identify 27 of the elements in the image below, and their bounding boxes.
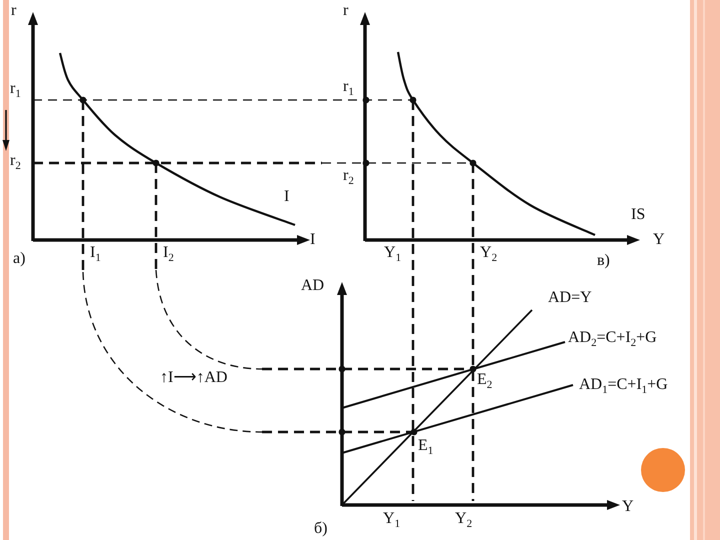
tick-label: Y$_{2}$ — [455, 510, 472, 528]
tick-label: r$_{2}$ — [10, 152, 21, 170]
equation-label: AD$_{2}$=C+I$_{2}$+G — [568, 329, 657, 347]
equation-label: AD=Y — [548, 289, 592, 307]
panel-label: б) — [314, 520, 328, 538]
tick-label: Y$_{1}$ — [384, 244, 402, 262]
tick-label: r$_{1}$ — [10, 80, 21, 98]
point-label: E$_{2}$ — [477, 371, 492, 389]
tick-label: Y$_{1}$ — [383, 510, 400, 528]
panel-label: а) — [13, 250, 26, 268]
tick-label: r$_{1}$ — [343, 78, 354, 96]
point-label: E$_{1}$ — [418, 437, 434, 455]
axis-label: r — [343, 2, 348, 20]
axis-label: I — [310, 231, 316, 249]
curve-label: I — [284, 188, 290, 206]
tick-label: I$_{2}$ — [163, 244, 174, 262]
annotation-text: ↑I⟶↑AD — [160, 369, 228, 387]
equation-label: AD$_{1}$=C+I$_{1}$+G — [579, 376, 668, 394]
axis-label: Y — [653, 231, 665, 249]
panel-label: в) — [597, 252, 610, 270]
curve-label: IS — [631, 206, 646, 224]
tick-label: I$_{1}$ — [90, 244, 101, 262]
axis-label: AD — [301, 277, 324, 295]
tick-label: Y$_{2}$ — [480, 244, 498, 262]
axis-label: Y — [622, 498, 634, 516]
tick-label: r$_{2}$ — [343, 167, 354, 185]
axis-label: r — [11, 2, 16, 20]
